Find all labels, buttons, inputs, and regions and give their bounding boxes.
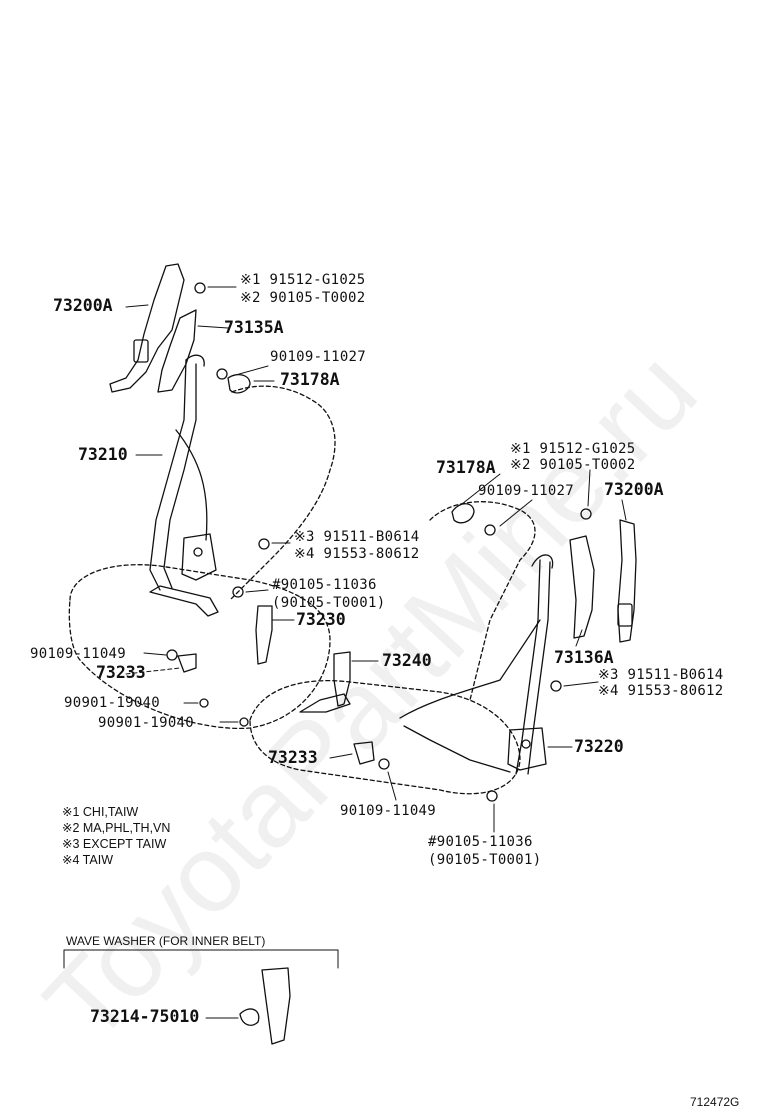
fastener-90109-11027-left: 90109-11027 bbox=[270, 349, 367, 365]
right-anchor-plate bbox=[617, 519, 637, 643]
inset-buckle bbox=[261, 967, 291, 1045]
note-2: ※2 MA,PHL,TH,VN bbox=[62, 821, 171, 835]
fastener-line-retractor-left-3: ※3 91511-B0614 bbox=[294, 530, 420, 544]
fastener-91511-b0614-right: 91511-B0614 bbox=[627, 667, 724, 683]
fastener-90105-t0002-right: 90105-T0002 bbox=[539, 457, 636, 473]
part-label-73135a: 73135A bbox=[224, 318, 284, 337]
note-3: ※3 EXCEPT TAIW bbox=[62, 837, 167, 851]
part-label-73178a-left: 73178A bbox=[280, 370, 340, 389]
right-buckle bbox=[333, 651, 351, 707]
fastener-line-retractor-right-3: ※3 91511-B0614 bbox=[598, 668, 724, 682]
fastener-90901-19040-2: 90901-19040 bbox=[98, 715, 195, 731]
part-label-73214-75010: 73214-75010 bbox=[90, 1007, 200, 1026]
part-label-73233-left: 73233 bbox=[96, 663, 146, 682]
bolt-buckle-right bbox=[378, 758, 390, 770]
left-cover bbox=[157, 309, 197, 393]
right-seat-cushion bbox=[249, 679, 521, 795]
bolt-retractor-left bbox=[258, 538, 270, 550]
mark-1: ※1 bbox=[240, 272, 261, 288]
part-label-73178a-right: 73178A bbox=[436, 458, 496, 477]
part-label-73200a-left: 73200A bbox=[53, 296, 113, 315]
fastener-91511-b0614-left: 91511-B0614 bbox=[323, 529, 420, 545]
fastener-90105-t0001-left: (90105-T0001) bbox=[272, 595, 386, 611]
fastener-mark-top-left-1: ※1 91512-G1025 bbox=[240, 273, 366, 287]
figure-id: 712472G bbox=[690, 1095, 740, 1109]
plug-2 bbox=[239, 717, 249, 727]
fastener-90105-11036-left: #90105-11036 bbox=[272, 577, 377, 593]
fastener-90901-19040-1: 90901-19040 bbox=[64, 695, 161, 711]
bolt-top-left bbox=[194, 282, 206, 294]
bolt-top-right bbox=[580, 508, 592, 520]
fastener-90109-11049-right: 90109-11049 bbox=[340, 803, 437, 819]
fastener-90109-11027-right: 90109-11027 bbox=[478, 483, 575, 499]
bolt-guide-right bbox=[484, 524, 496, 536]
bolt-guide-left bbox=[216, 368, 228, 380]
fastener-line-retractor-right-4: ※4 91553-80612 bbox=[598, 684, 724, 698]
left-anchor-plate bbox=[109, 263, 185, 393]
mark-4: ※4 bbox=[598, 683, 619, 699]
left-seat-back bbox=[229, 385, 336, 601]
right-seat-back bbox=[429, 501, 536, 701]
bolt-anchor-left bbox=[232, 586, 244, 598]
fastener-90109-11049-left: 90109-11049 bbox=[30, 646, 127, 662]
right-retractor bbox=[507, 727, 547, 771]
fastener-90105-11036-right: #90105-11036 bbox=[428, 834, 533, 850]
fastener-line-top-right-1: ※1 91512-G1025 bbox=[510, 442, 636, 456]
right-belt-webbing bbox=[515, 559, 541, 775]
mark-2: ※2 bbox=[510, 457, 531, 473]
fastener-91512-g1025-left: 91512-G1025 bbox=[269, 272, 366, 288]
part-label-73230: 73230 bbox=[296, 610, 346, 629]
mark-4: ※4 bbox=[294, 546, 315, 562]
mark-3: ※3 bbox=[294, 529, 315, 545]
left-retractor bbox=[181, 533, 217, 581]
left-cover-233 bbox=[177, 653, 197, 673]
fastener-line-retractor-left-4: ※4 91553-80612 bbox=[294, 547, 420, 561]
part-label-73220: 73220 bbox=[574, 737, 624, 756]
fastener-90105-t0001-right: (90105-T0001) bbox=[428, 852, 542, 868]
part-label-73233-right: 73233 bbox=[268, 748, 318, 767]
part-label-73200a-right: 73200A bbox=[604, 480, 664, 499]
part-label-73240: 73240 bbox=[382, 651, 432, 670]
right-cover bbox=[569, 535, 595, 639]
fastener-mark-top-left-2: ※2 90105-T0002 bbox=[240, 291, 366, 305]
bolt-buckle-left bbox=[166, 649, 178, 661]
bolt-retractor-right bbox=[550, 680, 562, 692]
right-guide bbox=[451, 503, 475, 524]
fastener-90105-t0002-left: 90105-T0002 bbox=[269, 290, 366, 306]
mark-3: ※3 bbox=[598, 667, 619, 683]
inset-title: WAVE WASHER (FOR INNER BELT) bbox=[66, 934, 266, 948]
left-buckle bbox=[255, 605, 273, 665]
inset-bracket bbox=[63, 949, 339, 969]
note-4: ※4 TAIW bbox=[62, 853, 113, 867]
fastener-line-top-right-2: ※2 90105-T0002 bbox=[510, 458, 636, 472]
part-label-73136a: 73136A bbox=[554, 648, 614, 667]
plug-1 bbox=[199, 698, 209, 708]
mark-1: ※1 bbox=[510, 441, 531, 457]
mark-2: ※2 bbox=[240, 290, 261, 306]
fastener-91512-g1025-right: 91512-G1025 bbox=[539, 441, 636, 457]
note-1: ※1 CHI,TAIW bbox=[62, 805, 139, 819]
fastener-91553-80612-right: 91553-80612 bbox=[627, 683, 724, 699]
part-label-73210: 73210 bbox=[78, 445, 128, 464]
right-cover-233 bbox=[353, 741, 375, 765]
left-seat-cushion bbox=[68, 564, 331, 730]
bolt-anchor-right bbox=[486, 790, 498, 802]
fastener-91553-80612-left: 91553-80612 bbox=[323, 546, 420, 562]
left-belt-webbing bbox=[149, 359, 187, 591]
